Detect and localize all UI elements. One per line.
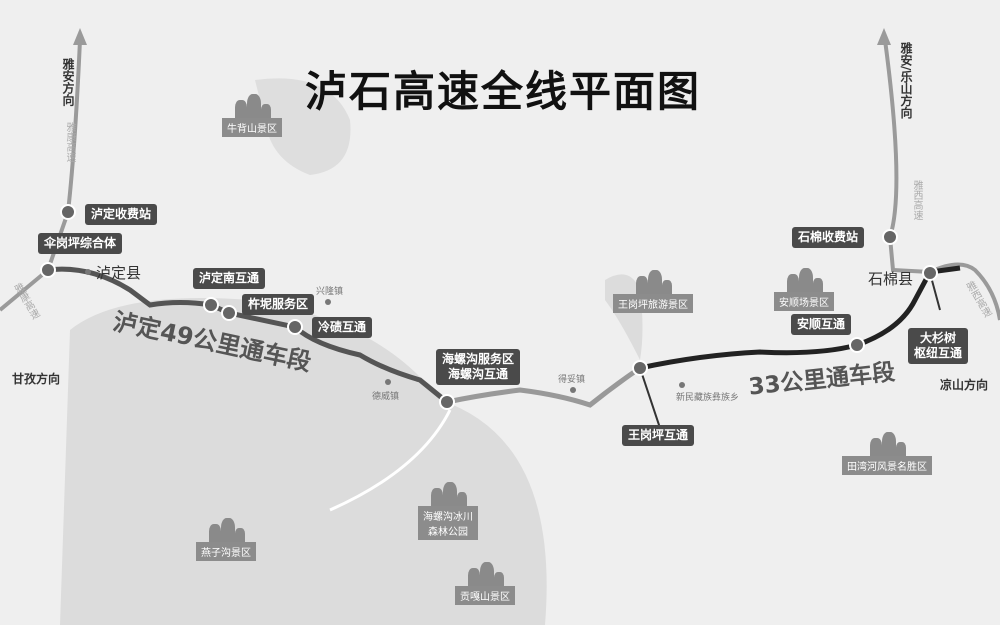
scenery-icon bbox=[423, 480, 473, 506]
scenery-icon bbox=[862, 430, 912, 456]
label-luding-south: 泸定南互通 bbox=[193, 268, 266, 289]
town-xinmin: 新民藏族彝族乡 bbox=[676, 393, 740, 403]
label-luding-toll: 泸定收费站 bbox=[85, 204, 158, 225]
node-sangangping bbox=[40, 262, 56, 278]
node-chuni bbox=[221, 305, 237, 321]
scenic-label: 贡嘎山景区 bbox=[455, 586, 515, 605]
yaxi-expressway bbox=[883, 39, 899, 238]
label-hailuogou: 海螺沟服务区海螺沟互通 bbox=[436, 349, 521, 385]
county-shimian: 石棉县 bbox=[868, 270, 914, 288]
label-shimian-toll: 石棉收费站 bbox=[792, 227, 865, 248]
scenic-label-line2: 森林公园 bbox=[428, 527, 468, 538]
scenic-yanzigou: 燕子沟景区 bbox=[196, 516, 256, 561]
label-anshun: 安顺互通 bbox=[791, 314, 852, 335]
label-sangangping: 伞岗坪综合体 bbox=[38, 233, 123, 254]
arrow-north-left bbox=[73, 28, 87, 45]
scenic-tianwanhe: 田湾河风景名胜区 bbox=[842, 430, 932, 475]
map-title: 泸石高速全线平面图 bbox=[305, 67, 702, 116]
direction-yaan: 雅安方向 bbox=[61, 58, 75, 106]
node-hailuogou bbox=[439, 394, 455, 410]
scenic-label: 牛背山景区 bbox=[222, 118, 282, 137]
scenic-hailuogou: 海螺沟冰川森林公园 bbox=[418, 480, 478, 540]
scenic-gongga: 贡嘎山景区 bbox=[455, 560, 515, 605]
node-dashanshu bbox=[922, 265, 938, 281]
label-dashanshu-line1: 大杉树 bbox=[920, 331, 957, 345]
scenery-icon bbox=[227, 92, 277, 118]
node-luding-toll bbox=[60, 204, 76, 220]
label-lengqi: 冷碛互通 bbox=[312, 317, 373, 338]
branch-road-south bbox=[329, 409, 452, 512]
scenic-label-line1: 海螺沟冰川 bbox=[423, 512, 473, 523]
scenery-icon bbox=[201, 516, 251, 542]
label-chuni: 杵坭服务区 bbox=[242, 294, 315, 315]
node-anshun bbox=[849, 337, 865, 353]
scenery-icon bbox=[460, 560, 510, 586]
node-shimian-toll bbox=[882, 229, 898, 245]
dot-luding-county bbox=[85, 269, 91, 275]
scenic-wanggangping: 王岗坪旅游景区 bbox=[613, 268, 693, 313]
label-hailuogou-line2: 海螺沟互通 bbox=[448, 367, 509, 381]
dot-xinglong bbox=[325, 299, 331, 305]
scenic-niubeishan: 牛背山景区 bbox=[222, 92, 282, 137]
arrow-north-right bbox=[877, 28, 891, 45]
node-lengqi bbox=[287, 319, 303, 335]
direction-ganzi: 甘孜方向 bbox=[12, 372, 61, 386]
yaxi-south bbox=[929, 262, 1000, 321]
label-wanggangping: 王岗坪互通 bbox=[622, 425, 695, 446]
scenery-icon bbox=[628, 268, 678, 294]
hailuogou-region bbox=[60, 298, 547, 625]
scenic-label: 安顺场景区 bbox=[774, 292, 834, 311]
town-dewei: 德威镇 bbox=[372, 392, 400, 402]
node-wanggangping bbox=[632, 360, 648, 376]
label-dashanshu-line2: 枢纽互通 bbox=[914, 346, 963, 360]
scenic-label: 燕子沟景区 bbox=[196, 542, 256, 561]
road-label-yaxi-top: 雅西高速 bbox=[911, 180, 922, 220]
label-dashanshu: 大杉树枢纽互通 bbox=[908, 328, 969, 364]
road-label-yakang-top: 雅康高速 bbox=[64, 122, 75, 162]
leader-wanggangping bbox=[639, 367, 661, 429]
scenic-label: 海螺沟冰川森林公园 bbox=[418, 506, 478, 540]
town-xinglong: 兴隆镇 bbox=[316, 287, 344, 297]
scenic-label: 田湾河风景名胜区 bbox=[842, 456, 932, 475]
scenic-anshunchang: 安顺场景区 bbox=[774, 266, 834, 311]
route-middle-section bbox=[446, 365, 642, 408]
town-detuo: 得妥镇 bbox=[558, 375, 586, 385]
dot-dewei bbox=[385, 379, 391, 385]
direction-yaan-leshan: 雅安/乐山方向 bbox=[899, 42, 913, 119]
shimian-link bbox=[888, 236, 931, 274]
scenery-icon bbox=[779, 266, 829, 292]
dot-xinmin bbox=[679, 382, 685, 388]
dot-detuo bbox=[570, 387, 576, 393]
label-hailuogou-line1: 海螺沟服务区 bbox=[442, 352, 515, 366]
direction-liangshan: 凉山方向 bbox=[940, 378, 989, 392]
niubeishan-region bbox=[255, 78, 351, 175]
route-east-section bbox=[639, 265, 961, 371]
node-luding-south bbox=[203, 297, 219, 313]
county-luding: 泸定县 bbox=[96, 264, 142, 282]
scenic-label: 王岗坪旅游景区 bbox=[613, 294, 693, 313]
